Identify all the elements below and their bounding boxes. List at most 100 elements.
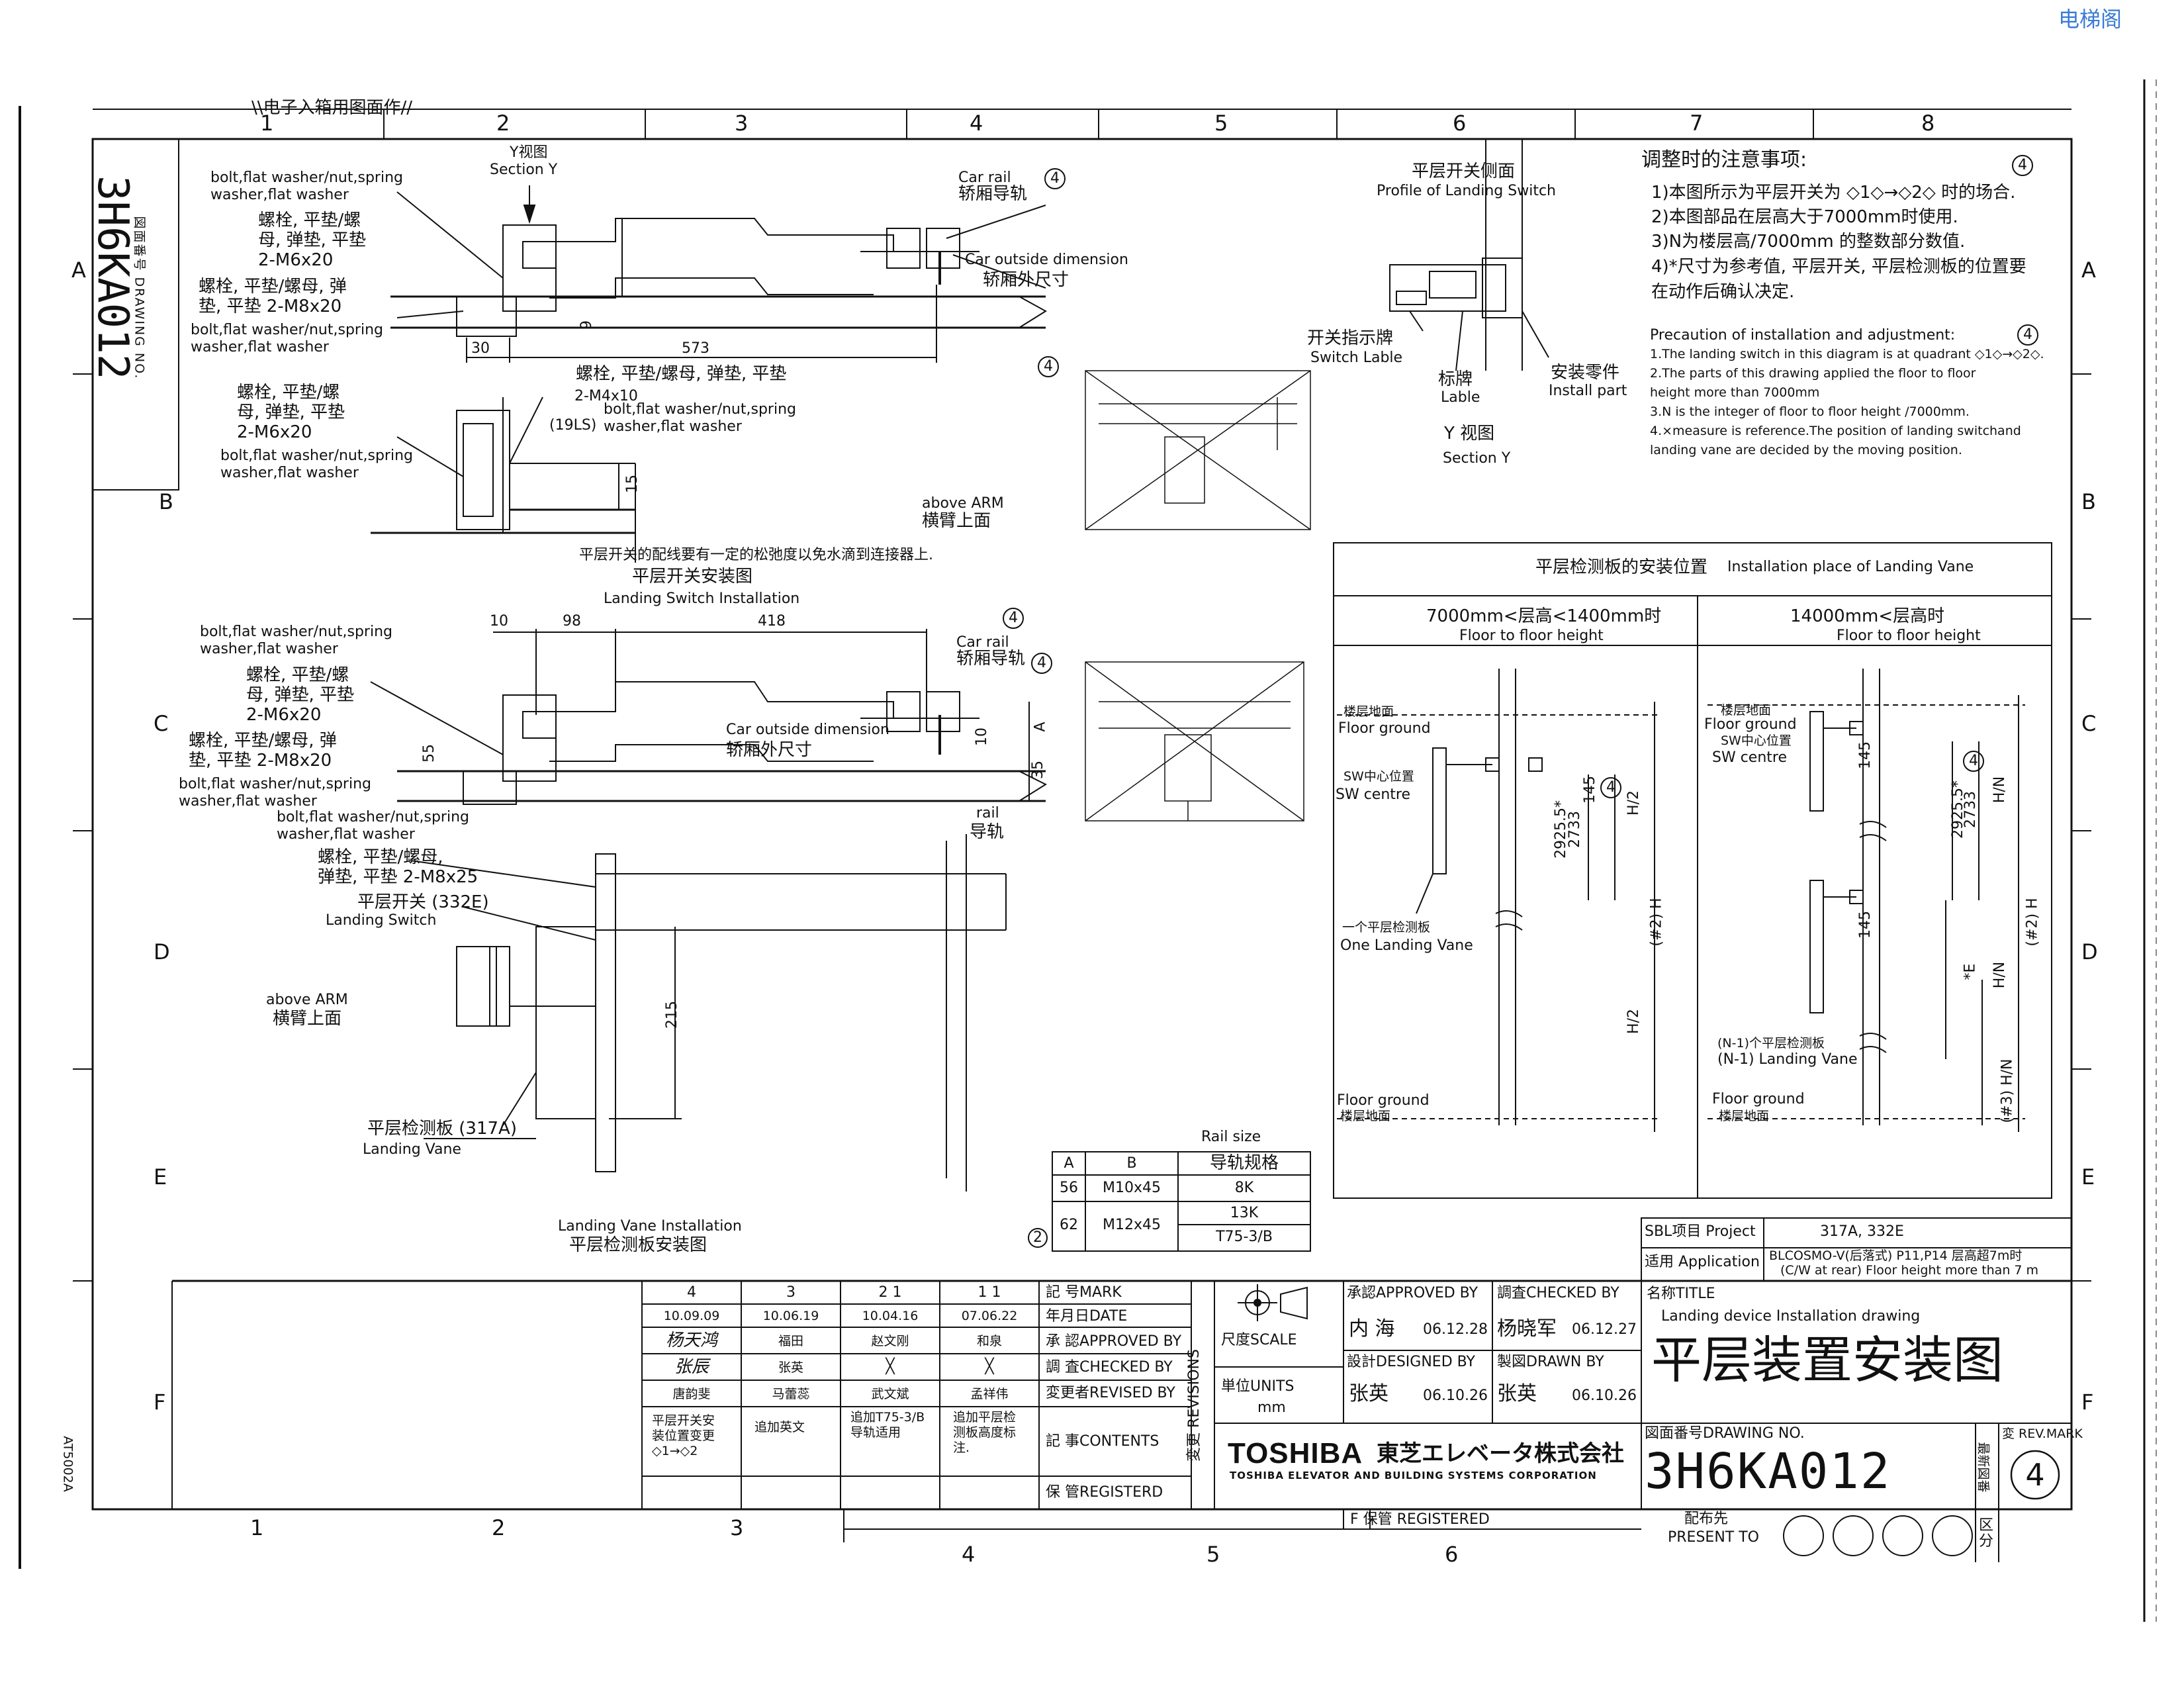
brand-en: TOSHIBA ELEVATOR AND BUILDING SYSTEMS CO… <box>1230 1470 1597 1481</box>
rail-table-header: B <box>1126 1155 1137 1172</box>
switch-lable-en: Switch Lable <box>1310 350 1403 366</box>
revision-mark-circle: 4 <box>1600 777 1621 798</box>
floor-ground-cn: 楼层地面 <box>1343 704 1394 719</box>
left-head-cn: 7000mm<层高<1400mm时 <box>1426 606 1662 626</box>
install-part-en: Install part <box>1549 383 1627 399</box>
row-label-right: E <box>2081 1164 2095 1190</box>
col-label: 7 <box>1690 111 1704 136</box>
revisions-side-label: 変更 REVISIONS <box>1185 1349 1203 1462</box>
row-label-right: C <box>2081 711 2097 736</box>
col-label: 5 <box>1214 111 1228 136</box>
grid-ticks <box>73 109 2091 1281</box>
sw-centre-cn: SW中心位置 <box>1343 769 1414 784</box>
rev-label-revised: 変更者REVISED BY <box>1046 1385 1175 1401</box>
car-rail-label-en: Car rail <box>958 169 1011 186</box>
side-drawing-number: 図面番号 DRAWING NO. 3H6KA012 <box>88 146 172 483</box>
dim-55: 55 <box>421 744 437 763</box>
col-label: 6 <box>1453 111 1467 136</box>
dim-hn: (#3) H/N <box>1999 1058 2016 1123</box>
dim-145: 145 <box>1857 911 1874 939</box>
car-dim-label-en: Car outside dimension <box>726 722 889 738</box>
above-arm-en: above ARM <box>922 495 1004 512</box>
col-label-bottom: 6 <box>1445 1542 1459 1567</box>
row-label-right: D <box>2081 939 2098 964</box>
section-y-cn: Y 视图 <box>1444 424 1495 444</box>
rev-side-label: 最新図番 <box>1976 1442 1991 1493</box>
wiring-note-cn: 平层开关的配线要有一定的松弛度以免水滴到连接器上. <box>579 547 933 563</box>
rev-revised: 唐韵斐 <box>672 1387 711 1401</box>
col-label: 3 <box>735 111 749 136</box>
col-label-bottom: 5 <box>1206 1542 1220 1567</box>
sw-centre-cn: SW中心位置 <box>1721 733 1792 748</box>
scale-label: 尺度SCALE <box>1221 1332 1297 1348</box>
switch-caption-cn: 平层开关安装图 <box>632 567 753 586</box>
floor-ground-en: Floor ground <box>1712 1091 1805 1107</box>
bolt-label-en: bolt,flat washer/nut,spring washer,flat … <box>277 809 469 843</box>
dim-35: 35 <box>1030 761 1046 779</box>
side-drawing-no-value: 3H6KA012 <box>88 175 137 380</box>
rev-approved: 和泉 <box>976 1334 1002 1348</box>
dim-2733: 2733 <box>1962 791 1979 828</box>
car-rail-label-cn: 轿厢导轨 <box>956 649 1026 669</box>
section-y-en: Section Y <box>490 162 558 178</box>
note-line-en: height more than 7000mm <box>1650 385 1820 400</box>
dim-145: 145 <box>1582 776 1598 804</box>
rev-date: 10.09.09 <box>663 1309 720 1323</box>
section-y-cn: Y视图 <box>510 144 548 161</box>
checked-name: 杨晓军 <box>1497 1317 1557 1340</box>
designed-name: 张英 <box>1349 1382 1388 1405</box>
floor-ground-cn: 楼层地面 <box>1719 1109 1770 1123</box>
top-title-fragment: \\电子入箱用图面作// <box>251 98 413 118</box>
dim-hn: H/N <box>1991 776 2009 804</box>
bolt-label-en: bolt,flat washer/nut,spring washer,flat … <box>220 447 413 481</box>
view-switch-geometry <box>371 397 635 563</box>
above-arm-en: above ARM <box>266 992 348 1008</box>
floor-ground-en: Floor ground <box>1704 716 1797 733</box>
rail-table-cell: 62 <box>1060 1217 1078 1233</box>
sw-centre-en: SW centre <box>1712 749 1788 766</box>
rev-label-mark: 記 号MARK <box>1046 1284 1122 1301</box>
row-label-right: B <box>2081 489 2096 514</box>
dim-h2: H/2 <box>1625 1009 1642 1034</box>
note-line-en: 3.N is the integer of floor to floor hei… <box>1650 404 1970 419</box>
application-label: 适用 Application <box>1645 1254 1760 1270</box>
rev-mark: 3 <box>786 1284 796 1301</box>
rev-mark: 4 <box>687 1284 696 1301</box>
rev-checked: 张辰 <box>674 1357 709 1377</box>
col-label: 4 <box>970 111 983 136</box>
rail-table-cell: M12x45 <box>1103 1217 1161 1233</box>
note-line-en: 2.The parts of this drawing applied the … <box>1650 366 1976 381</box>
tag-cn: 标牌 <box>1438 369 1473 389</box>
rail-table-header: 导轨规格 <box>1209 1153 1279 1173</box>
dim-573: 573 <box>682 340 709 357</box>
revision-mark-circle: 4 <box>1963 751 1984 772</box>
install-part-cn: 安装零件 <box>1551 363 1620 383</box>
rev-date: 07.06.22 <box>961 1309 1018 1323</box>
dim-2733: 2733 <box>1567 811 1583 848</box>
n1-vane-cn: (N-1)个平层检测板 <box>1717 1036 1825 1051</box>
switch-caption-en: Landing Switch Installation <box>604 590 800 607</box>
note-line-cn: 4)*尺寸为参考值, 平层开关, 平层检测板的位置要 <box>1651 257 2026 277</box>
left-margin-code: AT5002A <box>60 1436 75 1492</box>
rail-table-cell: T75-3/B <box>1216 1229 1273 1245</box>
vane-place-title-cn: 平层检测板的安装位置 <box>1535 557 1708 577</box>
crossed-sketch-a <box>1085 371 1310 530</box>
application-value: BLCOSMO-V(后落式) P11,P14 层高超7m时 <box>1769 1248 2023 1263</box>
application-value: (C/W at rear) Floor height more than 7 m <box>1780 1263 2039 1278</box>
rev-label-registered: 保 管REGISTERD <box>1046 1484 1163 1501</box>
rev-label-checked: 調 査CHECKED BY <box>1046 1359 1173 1376</box>
above-arm-cn: 横臂上面 <box>273 1009 342 1029</box>
rev-checked: ╳ <box>886 1358 895 1375</box>
col-label: 1 <box>260 111 274 136</box>
note-line-en: 4.×measure is reference.The position of … <box>1650 424 2021 438</box>
note-line-cn: 1)本图所示为平层开关为 ◇1◇→◇2◇ 时的场合. <box>1651 183 2016 203</box>
title-label: 名称TITLE <box>1647 1286 1715 1302</box>
col-label-bottom: 1 <box>250 1515 264 1540</box>
above-arm-cn: 横臂上面 <box>922 511 991 531</box>
rail-label-en: rail <box>976 805 999 821</box>
floor-ground-en: Floor ground <box>1337 1092 1430 1109</box>
row-label-right: F <box>2081 1389 2094 1415</box>
rev-content: 追加平层检 测板高度标 注. <box>953 1410 1017 1455</box>
title-block-grid <box>172 1281 2071 1562</box>
drawn-name: 张英 <box>1497 1382 1537 1405</box>
